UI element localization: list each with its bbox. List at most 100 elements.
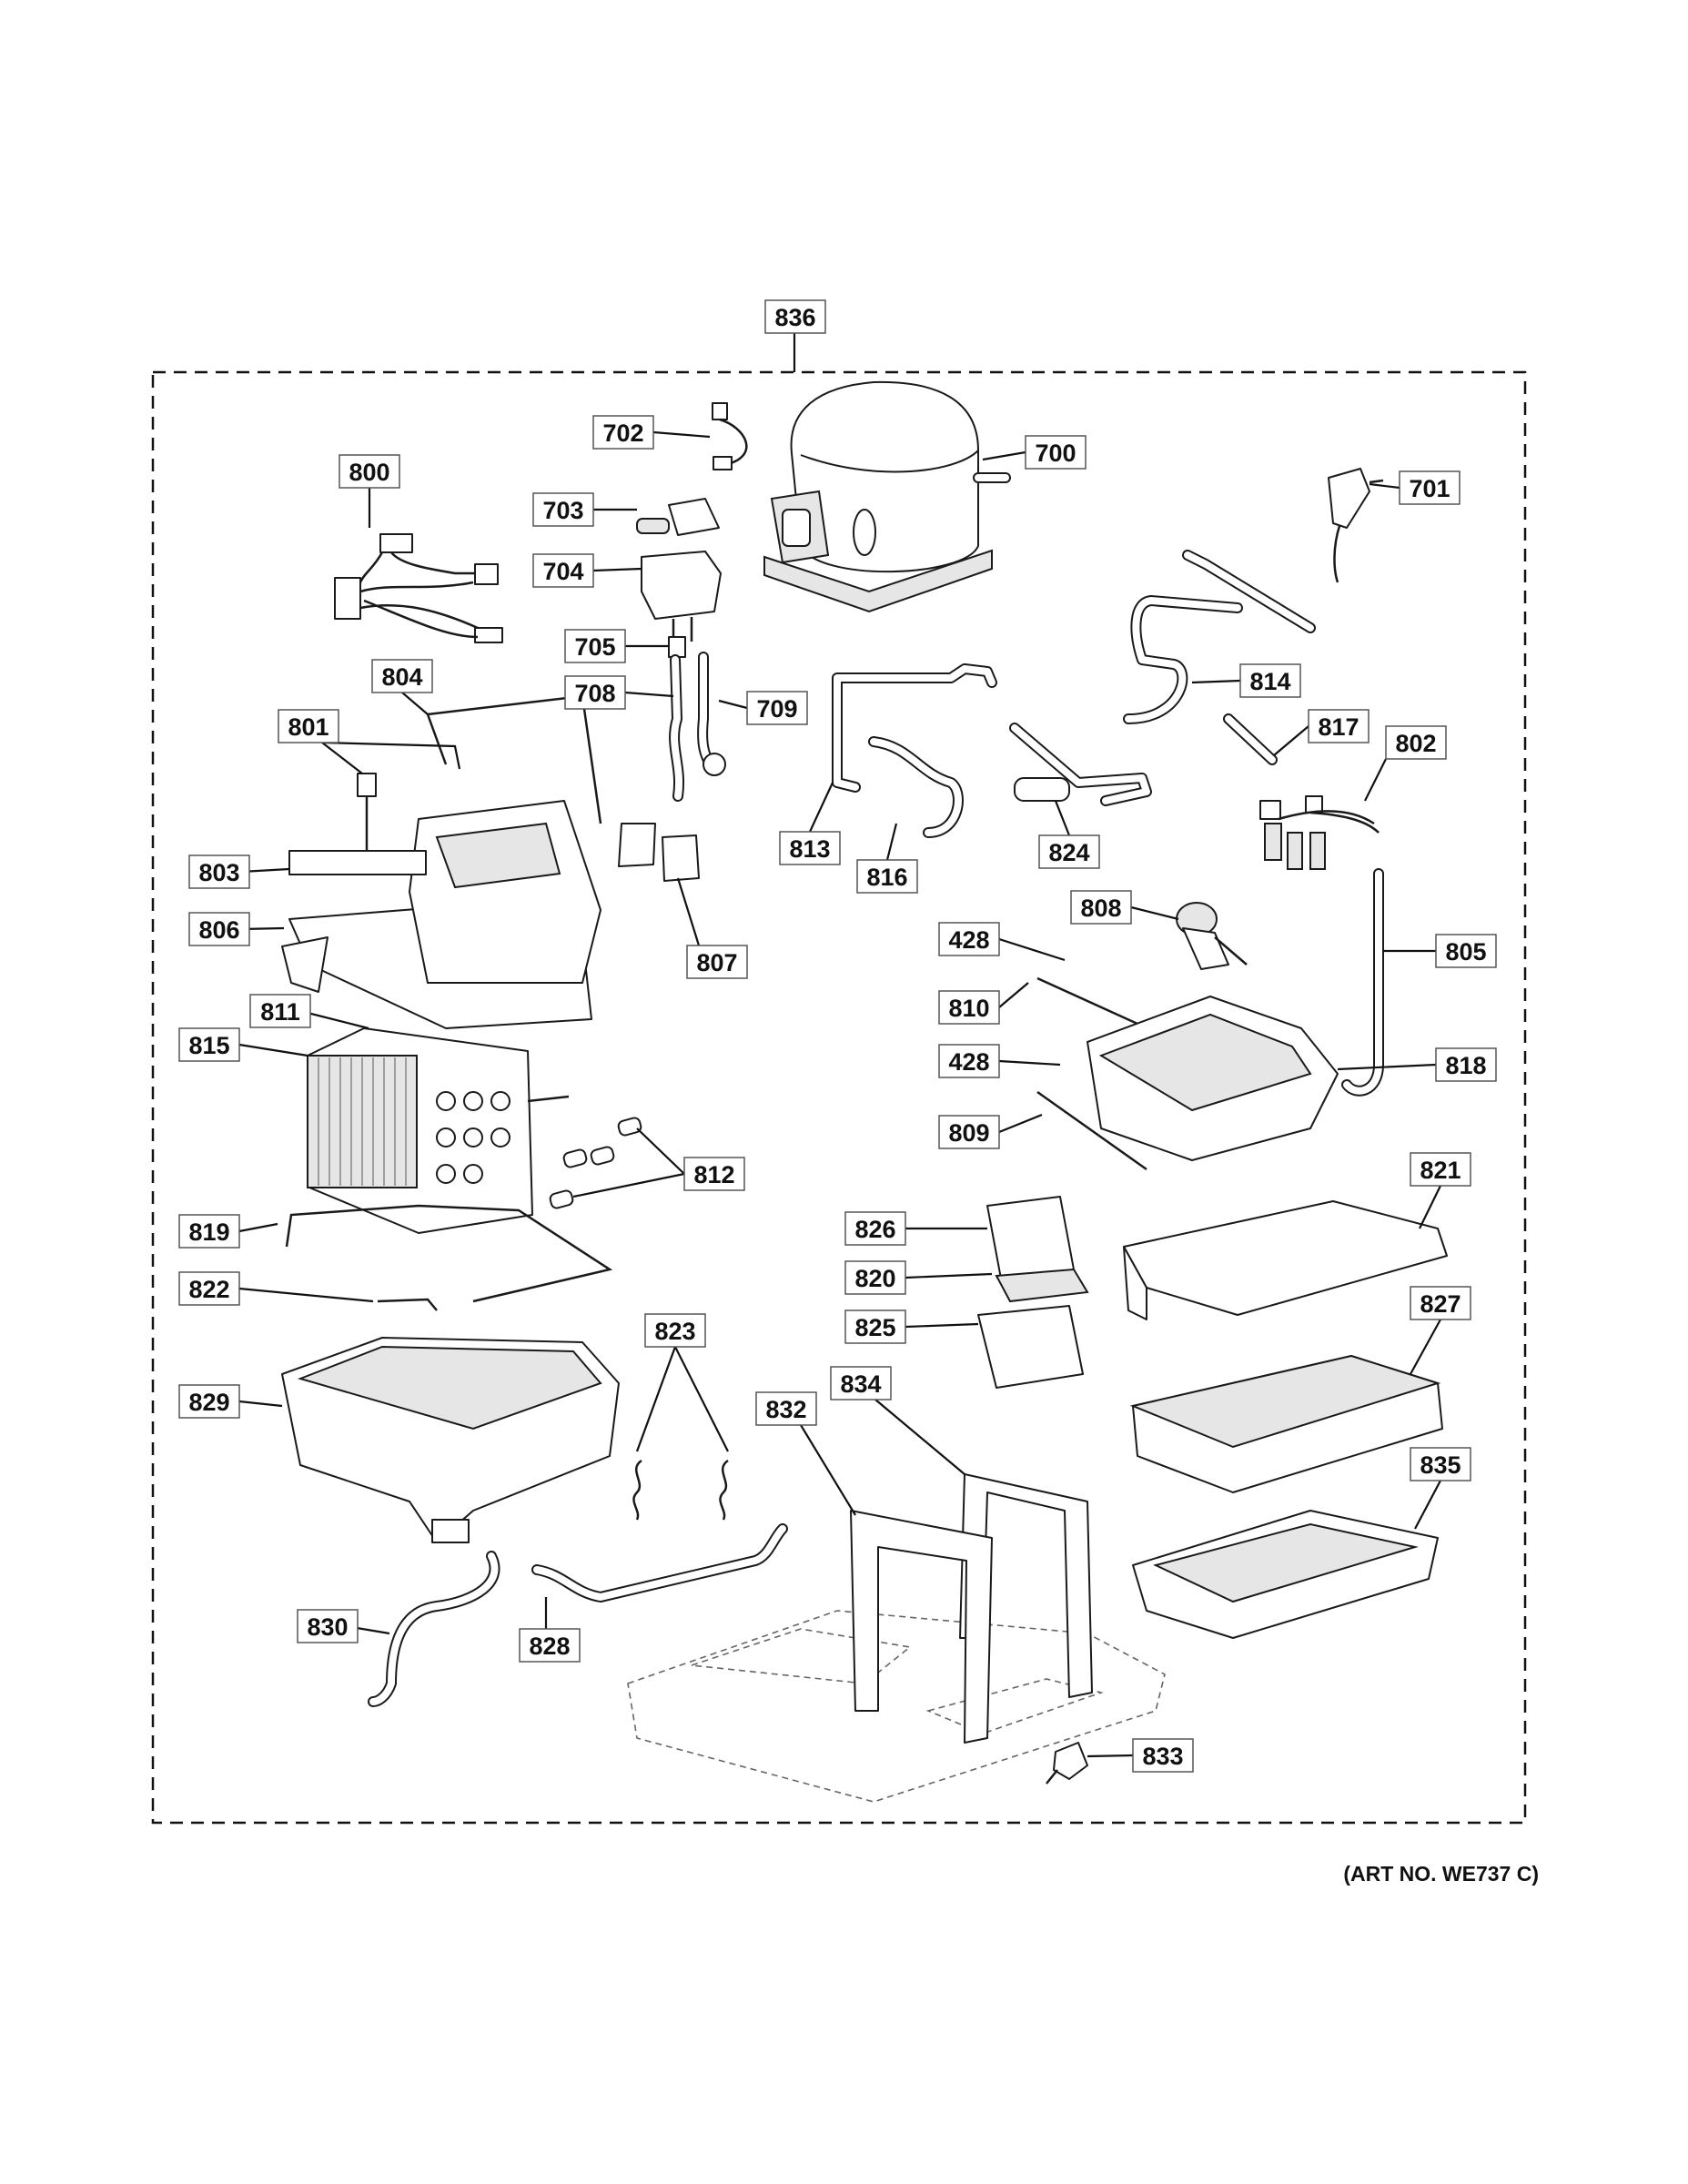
svg-text:709: 709 (756, 695, 797, 723)
relay-cover-drawing (641, 551, 722, 642)
callout-428-lower: 428 (938, 1044, 1000, 1078)
callout-804: 804 (371, 659, 433, 693)
svg-text:428: 428 (948, 926, 989, 954)
callout-705: 705 (564, 629, 626, 663)
callout-428-upper: 428 (938, 922, 1000, 956)
connector-wire-drawing (712, 402, 748, 470)
svg-text:816: 816 (866, 864, 907, 891)
callout-827: 827 (1410, 1286, 1471, 1320)
callout-835: 835 (1410, 1447, 1471, 1481)
callout-830: 830 (297, 1609, 359, 1643)
valve-drawing (1176, 902, 1248, 970)
callout-810: 810 (938, 990, 1000, 1025)
callout-803: 803 (188, 854, 250, 889)
ice-bucket-drawing (1036, 976, 1339, 1171)
svg-text:836: 836 (774, 304, 815, 331)
svg-text:813: 813 (789, 835, 830, 863)
svg-text:810: 810 (948, 995, 989, 1022)
callout-825: 825 (844, 1309, 906, 1344)
callout-808: 808 (1070, 890, 1132, 925)
drain-hoses-drawing (668, 636, 726, 802)
callout-805: 805 (1435, 934, 1497, 968)
callout-700: 700 (1025, 435, 1087, 470)
callout-821: 821 (1410, 1152, 1471, 1187)
callout-820: 820 (844, 1260, 906, 1295)
callout-824: 824 (1038, 834, 1100, 869)
callout-701: 701 (1399, 470, 1461, 505)
svg-text:812: 812 (693, 1161, 734, 1188)
callout-823: 823 (644, 1313, 706, 1348)
sensor-wire-drawing (377, 1298, 438, 1311)
svg-text:704: 704 (542, 558, 583, 585)
callout-812: 812 (683, 1157, 745, 1191)
callout-806: 806 (188, 912, 250, 946)
svg-text:807: 807 (696, 949, 737, 976)
callout-829: 829 (178, 1384, 240, 1419)
connector-harness-drawing (1259, 795, 1380, 870)
callout-703: 703 (532, 492, 594, 527)
callout-819: 819 (178, 1214, 240, 1249)
svg-text:811: 811 (260, 998, 300, 1026)
frames-drawing (627, 1473, 1166, 1803)
svg-text:805: 805 (1445, 938, 1486, 966)
svg-text:824: 824 (1048, 839, 1089, 866)
callout-832: 832 (755, 1391, 817, 1426)
callout-815: 815 (178, 1027, 240, 1062)
svg-text:823: 823 (654, 1318, 695, 1345)
control-boards-drawing (977, 1196, 1089, 1389)
refrigerant-tubes-drawing (832, 550, 1316, 838)
svg-text:806: 806 (198, 916, 239, 944)
art-number: (ART NO. WE737 C) (1343, 1862, 1539, 1886)
svg-text:802: 802 (1395, 730, 1436, 757)
svg-text:820: 820 (854, 1265, 895, 1292)
svg-text:804: 804 (381, 663, 422, 691)
callout-816: 816 (856, 859, 918, 894)
svg-text:818: 818 (1445, 1052, 1486, 1079)
fill-hose-drawing (1341, 868, 1384, 1097)
callout-702: 702 (592, 415, 654, 450)
svg-text:809: 809 (948, 1119, 989, 1147)
svg-text:827: 827 (1420, 1290, 1461, 1318)
svg-text:821: 821 (1420, 1157, 1461, 1184)
callout-833: 833 (1132, 1738, 1194, 1773)
svg-text:800: 800 (349, 459, 389, 486)
svg-text:803: 803 (198, 859, 239, 886)
callout-807: 807 (686, 945, 748, 979)
svg-text:815: 815 (188, 1032, 229, 1059)
sleeves-drawing (549, 1117, 642, 1209)
svg-text:826: 826 (854, 1216, 895, 1243)
callout-826: 826 (844, 1211, 906, 1246)
svg-text:705: 705 (574, 633, 615, 661)
callout-800: 800 (339, 454, 400, 489)
ice-maker-tray-drawing (281, 694, 700, 1029)
callout-822: 822 (178, 1271, 240, 1306)
callout-802: 802 (1385, 725, 1447, 760)
covers-drawing (1123, 1200, 1448, 1639)
leader-lines (238, 430, 1441, 1758)
assembly-boundary (151, 370, 1527, 1825)
callout-809: 809 (938, 1115, 1000, 1149)
svg-text:801: 801 (288, 713, 329, 741)
clips-drawing (632, 1459, 729, 1521)
callout-709: 709 (746, 691, 808, 725)
callout-708: 708 (564, 675, 626, 710)
callout-828: 828 (519, 1628, 581, 1663)
svg-text:834: 834 (840, 1370, 881, 1398)
callout-818: 818 (1435, 1047, 1497, 1082)
svg-text:832: 832 (765, 1396, 806, 1423)
svg-text:828: 828 (529, 1633, 570, 1660)
drain-pan-drawing (281, 1337, 620, 1543)
svg-text:819: 819 (188, 1218, 229, 1246)
callout-817: 817 (1308, 709, 1370, 743)
svg-text:822: 822 (188, 1276, 229, 1303)
svg-text:814: 814 (1249, 668, 1290, 695)
svg-text:817: 817 (1318, 713, 1359, 741)
callout-811: 811 (249, 994, 311, 1028)
svg-text:708: 708 (574, 680, 615, 707)
svg-text:702: 702 (602, 420, 643, 447)
svg-text:825: 825 (854, 1314, 895, 1341)
evaporator-drawing (307, 1027, 570, 1234)
svg-text:830: 830 (307, 1613, 348, 1641)
svg-text:428: 428 (948, 1048, 989, 1076)
